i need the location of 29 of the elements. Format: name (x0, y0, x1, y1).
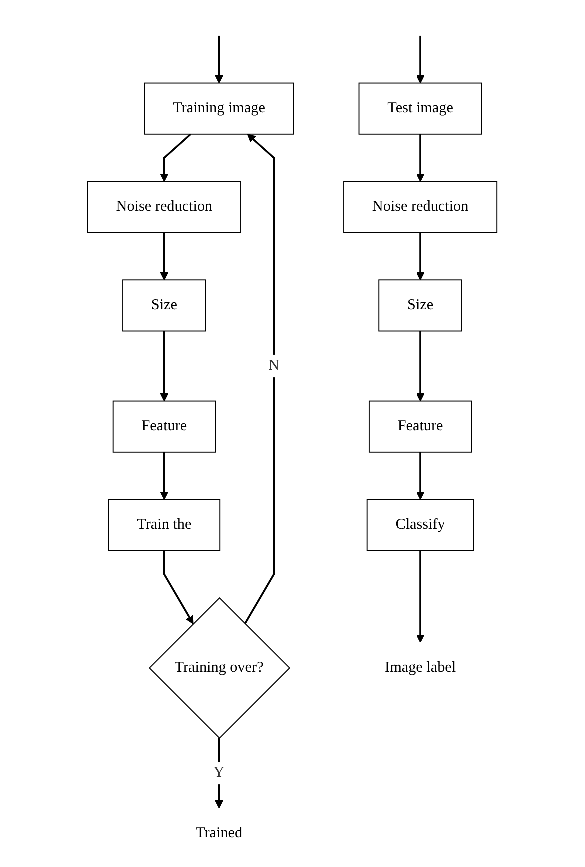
node-box (108, 499, 221, 552)
arrow (416, 36, 425, 84)
arrow (416, 550, 425, 644)
node-box (366, 499, 474, 552)
arrow (215, 36, 224, 84)
arrow (164, 550, 194, 624)
node-text: Image label (385, 660, 456, 676)
arrow (215, 738, 224, 809)
node-box (368, 400, 472, 453)
arrow (416, 134, 425, 182)
arrow (160, 452, 169, 500)
node-box (87, 181, 242, 234)
node-box (358, 82, 482, 135)
edge-label: N (268, 358, 280, 374)
node-box (122, 280, 206, 332)
arrow (416, 232, 425, 281)
arrow (160, 331, 169, 402)
node-diamond (149, 597, 290, 739)
node-box (378, 280, 462, 332)
arrow (244, 134, 276, 624)
arrow (160, 134, 192, 182)
arrow (416, 452, 425, 500)
arrow (160, 232, 169, 281)
arrow (416, 331, 425, 402)
node-box (344, 181, 498, 234)
node-text: Trained (196, 825, 243, 842)
node-box (112, 400, 216, 453)
edge-label: Y (214, 764, 225, 781)
node-box (144, 82, 294, 135)
